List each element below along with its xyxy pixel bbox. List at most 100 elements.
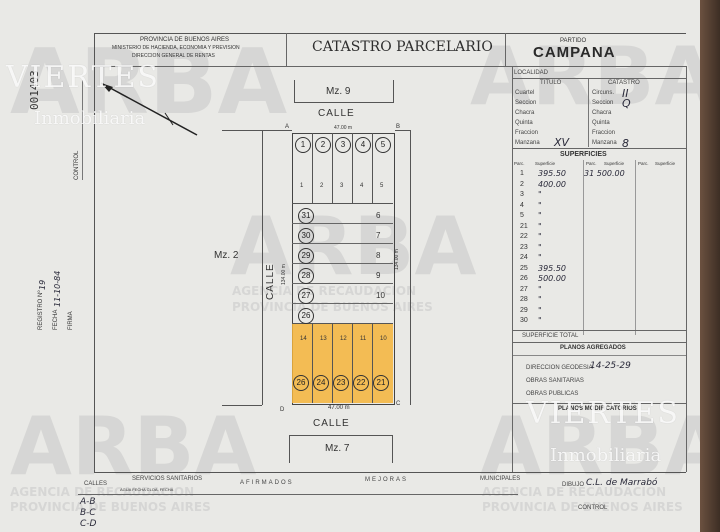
cadastral-sheet: ARBA ARBA AGENCIA DE RECAUDACION PROVINC… [0, 0, 700, 532]
block-top [294, 80, 394, 103]
lot-divider [292, 323, 393, 324]
sup-top-line [512, 148, 687, 149]
col-catastro: CATASTRO [608, 80, 640, 86]
lot-divider [352, 133, 353, 203]
parcel-row-label: Seccion [515, 100, 537, 106]
sup-col-header: Parc. [638, 161, 649, 166]
localidad-label: LOCALIDAD [514, 70, 549, 76]
dim-bottom: 47.00 m [328, 405, 350, 411]
sup-parc: 28 [520, 296, 528, 303]
brand-watermark: VIERTES [526, 396, 680, 431]
lot-number: 10 [380, 336, 387, 342]
sup-parc: 25 [520, 264, 528, 272]
footer-afirmados: AFIRMADOS [240, 480, 294, 486]
footer-municipales: MUNICIPALES [480, 476, 521, 482]
arba-watermark: ARBA [470, 30, 700, 123]
org-line-3: DIRECCION GENERAL DE RENTAS [132, 53, 215, 59]
parcel-catastro-label: Fraccion [592, 130, 616, 136]
lot-number: 14 [300, 336, 307, 342]
arba-watermark-sub: AGENCIA DE RECAUDACION [10, 485, 195, 499]
lot-number: 9 [376, 271, 381, 280]
lot-divider [292, 263, 393, 264]
street-line-left [222, 130, 262, 131]
page-title: CATASTRO PARCELARIO [312, 39, 493, 55]
lot-marker: 30 [298, 228, 314, 244]
lot-marker: 2 [315, 137, 331, 153]
block-bottom [289, 435, 393, 463]
frame-header-divider [94, 66, 686, 67]
partido-name: CAMPANA [533, 44, 616, 61]
arba-watermark: ARBA [10, 400, 257, 493]
sup-col-divider-1 [583, 160, 584, 335]
lot-divider [292, 283, 393, 284]
lot-divider [372, 323, 373, 403]
brand-watermark-sub: Inmobiliaria [550, 445, 662, 466]
sup-value: " [538, 221, 542, 231]
footer-dibujo-value: C.L. de Marrabó [586, 478, 658, 488]
lot-number: 3 [340, 183, 344, 189]
lot-marker: 28 [298, 268, 314, 284]
registro-label: REGISTRO Nº [38, 290, 44, 330]
sup-col-header: Superficie [655, 161, 676, 166]
col-titulo: TITULO [540, 80, 562, 86]
footer-servicios-sub: AGUA FECHA CLOA. FECHA [120, 487, 174, 492]
brand-watermark: VIERTES [6, 60, 160, 95]
lot-divider [372, 133, 373, 203]
parcel-row-label: Cuartel [515, 90, 535, 96]
sup-col-header: Parc. [586, 161, 597, 166]
parcel-catastro-label: Quinta [592, 120, 610, 126]
planos-row2-label: OBRAS SANITARIAS [526, 378, 584, 384]
lot-number: 1 [300, 183, 304, 189]
org-line-1: PROVINCIA DE BUENOS AIRES [140, 37, 230, 43]
lot-marker: 27 [298, 288, 314, 304]
lot-number: 4 [360, 183, 364, 189]
corner-b: B [396, 124, 401, 130]
sup-parc: 23 [520, 243, 528, 251]
table-col-divider [588, 79, 589, 147]
arba-watermark-sub: AGENCIA DE RECAUDACION [482, 485, 667, 499]
sup-value: " [538, 316, 542, 325]
parcel-row-label: Fraccion [515, 130, 539, 136]
parcel-catastro-value: II [622, 87, 629, 100]
wood-background [700, 0, 720, 532]
planos-row3-label: OBRAS PUBLICAS [526, 391, 579, 397]
frame-title-divider [286, 33, 287, 66]
footer-calles: CALLES [84, 481, 108, 487]
lot-divider [292, 203, 393, 204]
lot-marker: 21 [373, 375, 389, 391]
partido-label: PARTIDO [560, 38, 587, 44]
sup-total-label: SUPERFICIE TOTAL [522, 333, 579, 339]
calle-row: B-C [80, 508, 96, 518]
sup-value: " [538, 253, 542, 262]
sup-parc: 30 [520, 317, 528, 324]
sup-value: " [538, 242, 542, 252]
street-line-right [410, 130, 411, 405]
lot-marker: 3 [335, 137, 351, 153]
sup-parc: 1 [520, 170, 524, 177]
planos-top-line [512, 342, 687, 343]
footer-divider [78, 494, 518, 495]
calle-row: C-D [80, 519, 97, 529]
manzana-outline [292, 133, 395, 405]
sup-parc: 3 [520, 191, 524, 198]
parcel-titulo-value: XV [554, 136, 570, 149]
lot-divider [352, 323, 353, 403]
dim-right: 134.00 m [394, 249, 400, 270]
block-bottom-label: Mz. 7 [325, 443, 350, 454]
sup-parc: 5 [520, 212, 524, 219]
street-left-label: CALLE [265, 263, 276, 300]
sup-value: 500.00 [538, 274, 566, 283]
frame-bottom-line [94, 472, 686, 473]
corner-c: C [396, 401, 401, 407]
sup-value: 395.50 [538, 263, 566, 273]
footer-mejoras: MEJORAS [365, 477, 409, 483]
sup-parc: 24 [520, 254, 528, 261]
parcel-catastro-label: Seccion [592, 100, 614, 106]
sup-value: " [538, 305, 542, 315]
parcel-catastro-value: Q [622, 97, 631, 110]
lot-divider [292, 243, 393, 244]
superficies-title: SUPERFICIES [560, 151, 607, 158]
lot-marker: 4 [355, 137, 371, 153]
lot-divider [312, 133, 313, 203]
lot-marker: 24 [313, 375, 329, 391]
